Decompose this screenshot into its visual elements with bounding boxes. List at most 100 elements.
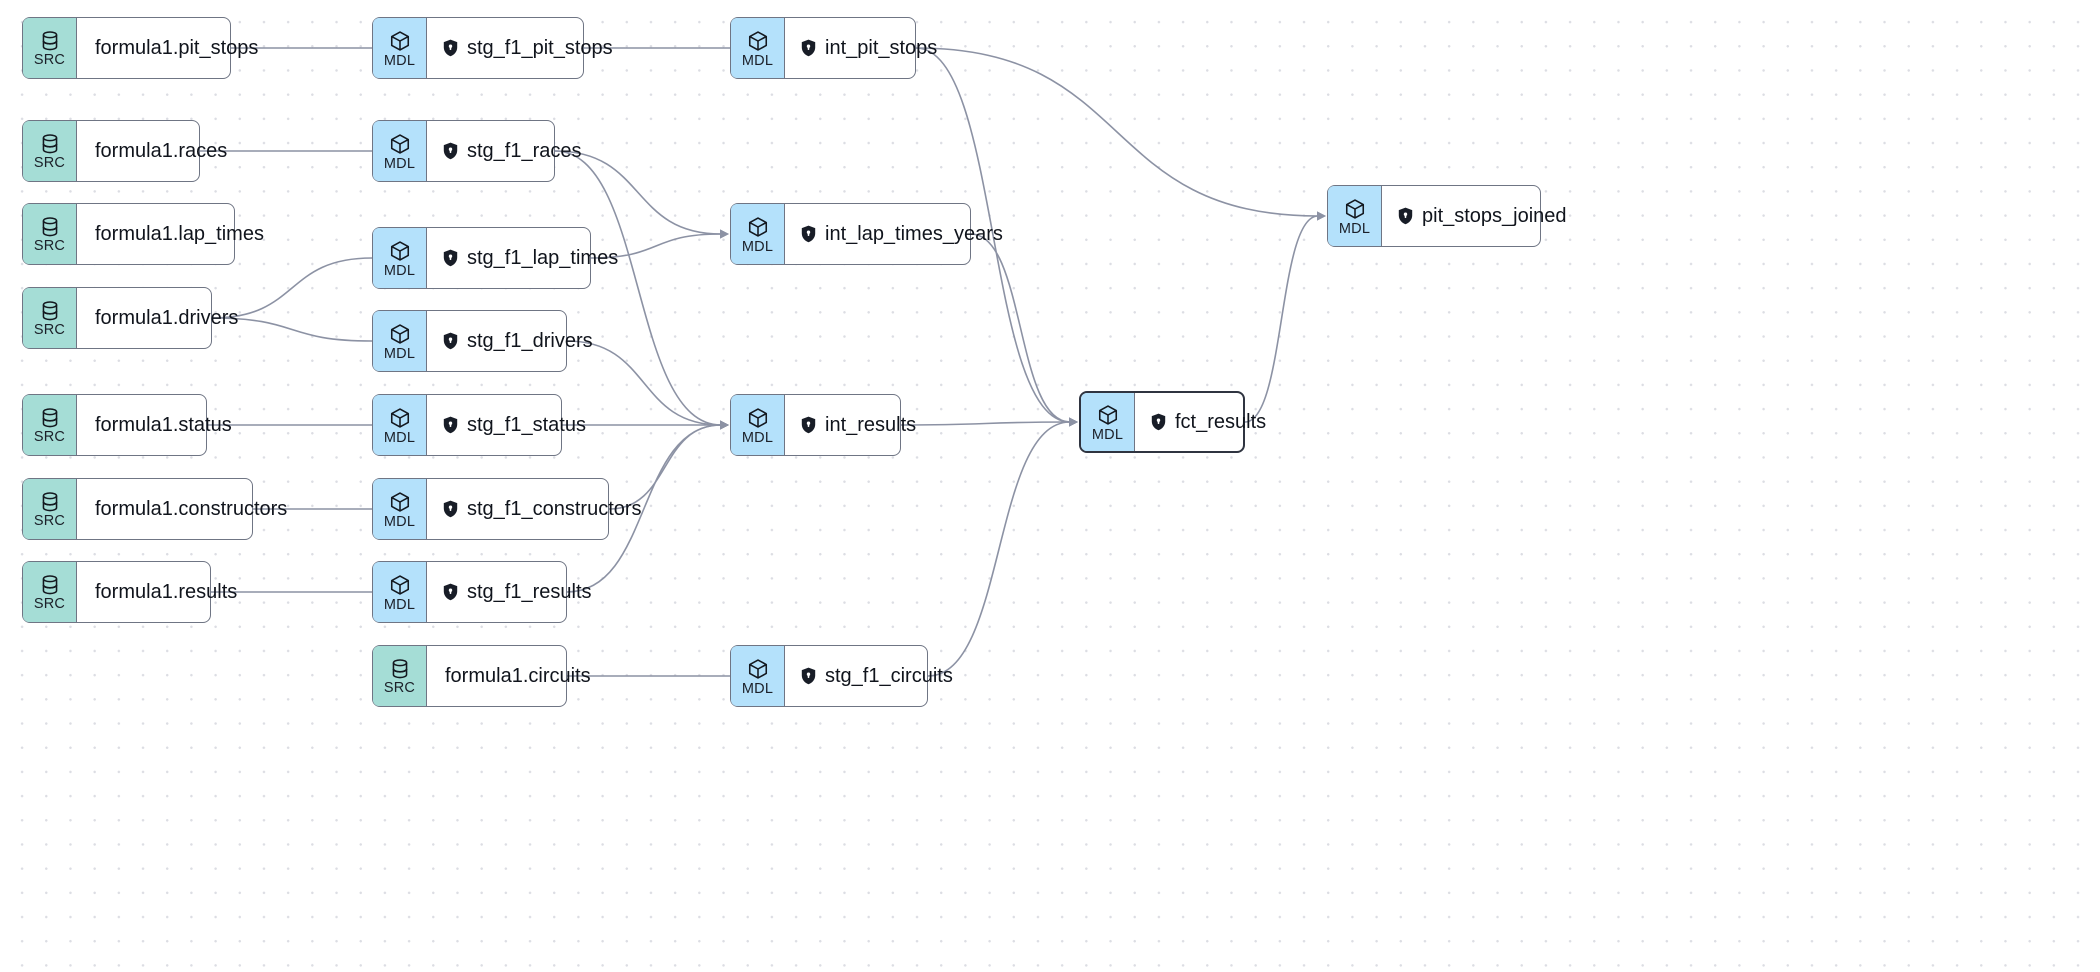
node-badge-mdl: MDL [373, 395, 427, 455]
node-badge-label: MDL [383, 345, 416, 362]
node-badge-label: SRC [383, 679, 416, 696]
graph-node-stg_constructors[interactable]: MDL stg_f1_constructors [372, 478, 642, 540]
graph-node-stg_pit_stops[interactable]: MDL stg_f1_pit_stops [372, 17, 613, 79]
node-badge-label: MDL [1091, 426, 1124, 443]
node-badge-mdl: MDL [731, 18, 785, 78]
node-body: fct_results [1135, 393, 1284, 451]
graph-node-stg_circuits[interactable]: MDL stg_f1_circuits [730, 645, 953, 707]
edge-arrowhead [720, 229, 729, 239]
node-label: stg_f1_status [467, 414, 586, 436]
node-body: stg_f1_drivers [427, 311, 611, 371]
graph-node-int_lap_times_years[interactable]: MDL int_lap_times_years [730, 203, 1003, 265]
node-badge-src: SRC [23, 121, 77, 181]
node-badge-src: SRC [373, 646, 427, 706]
node-badge-mdl: MDL [731, 204, 785, 264]
node-body: pit_stops_joined [1382, 186, 1585, 246]
graph-edge-fct_results-to-pit_stops_joined [1244, 215, 1319, 423]
node-label: int_lap_times_years [825, 223, 1003, 245]
node-label: formula1.lap_times [95, 223, 264, 245]
shield-icon [443, 39, 458, 57]
graph-node-src_constructors[interactable]: SRC formula1.constructors [22, 478, 287, 540]
node-body: formula1.lap_times [77, 204, 282, 264]
node-body: formula1.results [77, 562, 255, 622]
graph-node-stg_races[interactable]: MDL stg_f1_races [372, 120, 582, 182]
node-label: formula1.pit_stops [95, 37, 259, 59]
database-icon [39, 30, 61, 51]
cube-icon [747, 658, 769, 680]
graph-node-stg_status[interactable]: MDL stg_f1_status [372, 394, 586, 456]
node-badge-label: MDL [383, 513, 416, 530]
node-badge-label: SRC [33, 51, 66, 68]
node-label: stg_f1_lap_times [467, 247, 619, 269]
edge-arrowhead [1317, 211, 1326, 221]
node-badge-label: MDL [1338, 220, 1371, 237]
node-badge-mdl: MDL [1081, 393, 1135, 451]
edge-arrowhead [1069, 417, 1078, 427]
node-badge-mdl: MDL [731, 646, 785, 706]
node-body: int_results [785, 395, 934, 455]
node-label: formula1.drivers [95, 307, 239, 329]
edge-arrowhead [1317, 211, 1326, 221]
edge-arrowhead [720, 420, 729, 430]
node-body: stg_f1_pit_stops [427, 18, 631, 78]
edge-arrowhead [720, 420, 729, 430]
shield-icon [443, 500, 458, 518]
node-label: stg_f1_constructors [467, 498, 642, 520]
node-badge-mdl: MDL [373, 562, 427, 622]
database-icon [39, 574, 61, 595]
graph-node-stg_lap_times[interactable]: MDL stg_f1_lap_times [372, 227, 618, 289]
shield-icon [801, 667, 816, 685]
graph-edge-stg_circuits-to-fct_results [927, 421, 1071, 677]
node-badge-label: SRC [33, 237, 66, 254]
graph-node-src_races[interactable]: SRC formula1.races [22, 120, 227, 182]
node-label: formula1.results [95, 581, 238, 603]
node-badge-mdl: MDL [373, 311, 427, 371]
shield-icon [801, 416, 816, 434]
node-body: formula1.pit_stops [77, 18, 276, 78]
edge-arrowhead [1069, 417, 1078, 427]
node-body: stg_f1_results [427, 562, 610, 622]
shield-icon [1398, 207, 1413, 225]
shield-icon [801, 39, 816, 57]
graph-node-src_pit_stops[interactable]: SRC formula1.pit_stops [22, 17, 258, 79]
node-badge-src: SRC [23, 395, 77, 455]
cube-icon [1097, 404, 1119, 426]
node-body: stg_f1_lap_times [427, 228, 636, 288]
graph-node-src_lap_times[interactable]: SRC formula1.lap_times [22, 203, 264, 265]
database-icon [39, 216, 61, 237]
node-badge-mdl: MDL [1328, 186, 1382, 246]
node-badge-src: SRC [23, 288, 77, 348]
edge-arrowhead [720, 420, 729, 430]
graph-node-int_pit_stops[interactable]: MDL int_pit_stops [730, 17, 937, 79]
graph-node-pit_stops_joined[interactable]: MDL pit_stops_joined [1327, 185, 1567, 247]
node-badge-label: SRC [33, 512, 66, 529]
node-body: stg_f1_status [427, 395, 604, 455]
graph-node-stg_results[interactable]: MDL stg_f1_results [372, 561, 592, 623]
node-badge-label: MDL [741, 52, 774, 69]
node-badge-label: MDL [383, 52, 416, 69]
graph-node-src_drivers[interactable]: SRC formula1.drivers [22, 287, 238, 349]
database-icon [39, 300, 61, 321]
graph-node-fct_results[interactable]: MDL fct_results [1079, 391, 1266, 453]
node-label: stg_f1_drivers [467, 330, 593, 352]
graph-node-stg_drivers[interactable]: MDL stg_f1_drivers [372, 310, 593, 372]
graph-edge-int_pit_stops-to-pit_stops_joined [915, 47, 1319, 217]
database-icon [39, 407, 61, 428]
cube-icon [747, 216, 769, 238]
cube-icon [389, 30, 411, 52]
node-body: formula1.races [77, 121, 245, 181]
cube-icon [389, 407, 411, 429]
node-label: formula1.constructors [95, 498, 288, 520]
node-badge-label: SRC [33, 154, 66, 171]
node-body: formula1.status [77, 395, 250, 455]
node-label: formula1.races [95, 140, 228, 162]
shield-icon [443, 332, 458, 350]
graph-node-int_results[interactable]: MDL int_results [730, 394, 916, 456]
node-badge-label: MDL [741, 680, 774, 697]
node-label: int_results [825, 414, 917, 436]
